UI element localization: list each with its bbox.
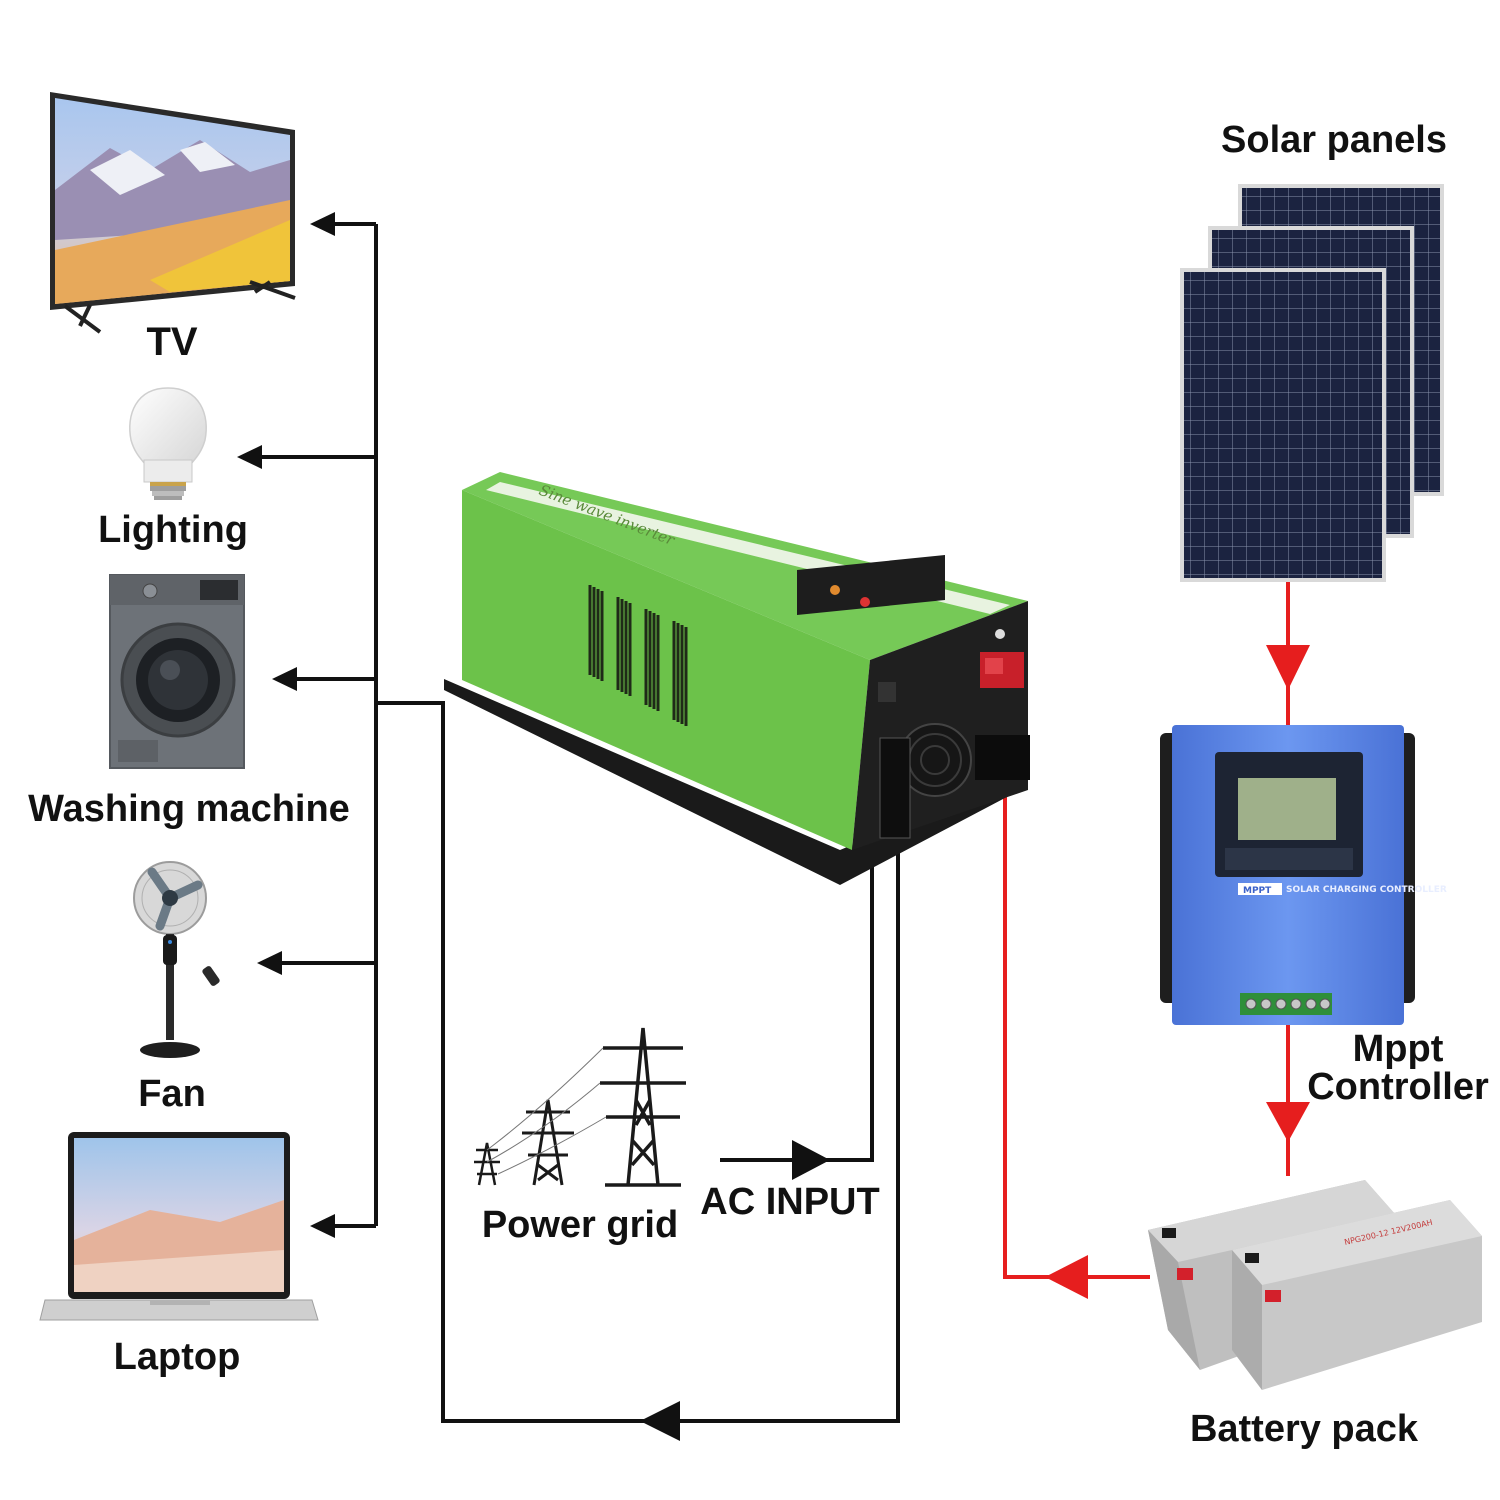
arrow-battery-to-inverter bbox=[1045, 1255, 1088, 1299]
arrow-to-washing-machine bbox=[272, 667, 297, 691]
label-mppt-line1: Mppt bbox=[1352, 1028, 1444, 1070]
label-lighting: Lighting bbox=[98, 509, 248, 551]
battery-icon: NPG200-12 12V200AH bbox=[1148, 1180, 1482, 1390]
label-tv: TV bbox=[146, 320, 198, 364]
label-ac-input: AC INPUT bbox=[700, 1181, 880, 1223]
label-laptop: Laptop bbox=[113, 1336, 241, 1378]
inverter-vent bbox=[588, 585, 688, 726]
dc-arrowheads bbox=[1045, 645, 1310, 1299]
label-mppt-controller: Mppt Controller bbox=[1307, 1030, 1489, 1106]
arrow-to-laptop bbox=[310, 1214, 335, 1238]
arrow-bypass bbox=[640, 1401, 680, 1441]
standing-fan-icon bbox=[133, 861, 220, 1058]
ac-output-wiring bbox=[260, 222, 900, 1423]
inverter-icon: Sine wave inverter bbox=[444, 472, 1030, 885]
solar-panel-icon bbox=[1180, 184, 1444, 582]
label-power-grid: Power grid bbox=[481, 1204, 679, 1246]
ac-arrowheads bbox=[237, 212, 830, 1441]
label-mppt-line2: Controller bbox=[1307, 1066, 1489, 1108]
label-solar-panels: Solar panels bbox=[1221, 119, 1447, 161]
label-fan: Fan bbox=[138, 1073, 206, 1115]
arrow-to-fan bbox=[257, 951, 282, 975]
label-battery-pack: Battery pack bbox=[1189, 1408, 1419, 1450]
arrow-controller-to-battery bbox=[1266, 1102, 1310, 1142]
mppt-caption: SOLAR CHARGING CONTROLLER bbox=[1286, 885, 1447, 895]
mppt-controller-icon: MPPT SOLAR CHARGING CONTROLLER bbox=[1160, 725, 1447, 1025]
tv-icon bbox=[50, 92, 296, 334]
arrow-grid-in bbox=[792, 1140, 830, 1180]
power-tower-icon bbox=[474, 1027, 686, 1187]
arrow-to-tv bbox=[310, 212, 335, 236]
washing-machine-icon bbox=[109, 574, 245, 769]
label-washing-machine: Washing machine bbox=[28, 788, 350, 830]
arrow-solar-to-controller bbox=[1266, 645, 1310, 690]
laptop-icon bbox=[39, 1132, 319, 1321]
light-bulb-icon bbox=[129, 387, 207, 500]
arrow-to-lighting bbox=[237, 445, 262, 469]
mppt-badge: MPPT bbox=[1243, 886, 1272, 896]
